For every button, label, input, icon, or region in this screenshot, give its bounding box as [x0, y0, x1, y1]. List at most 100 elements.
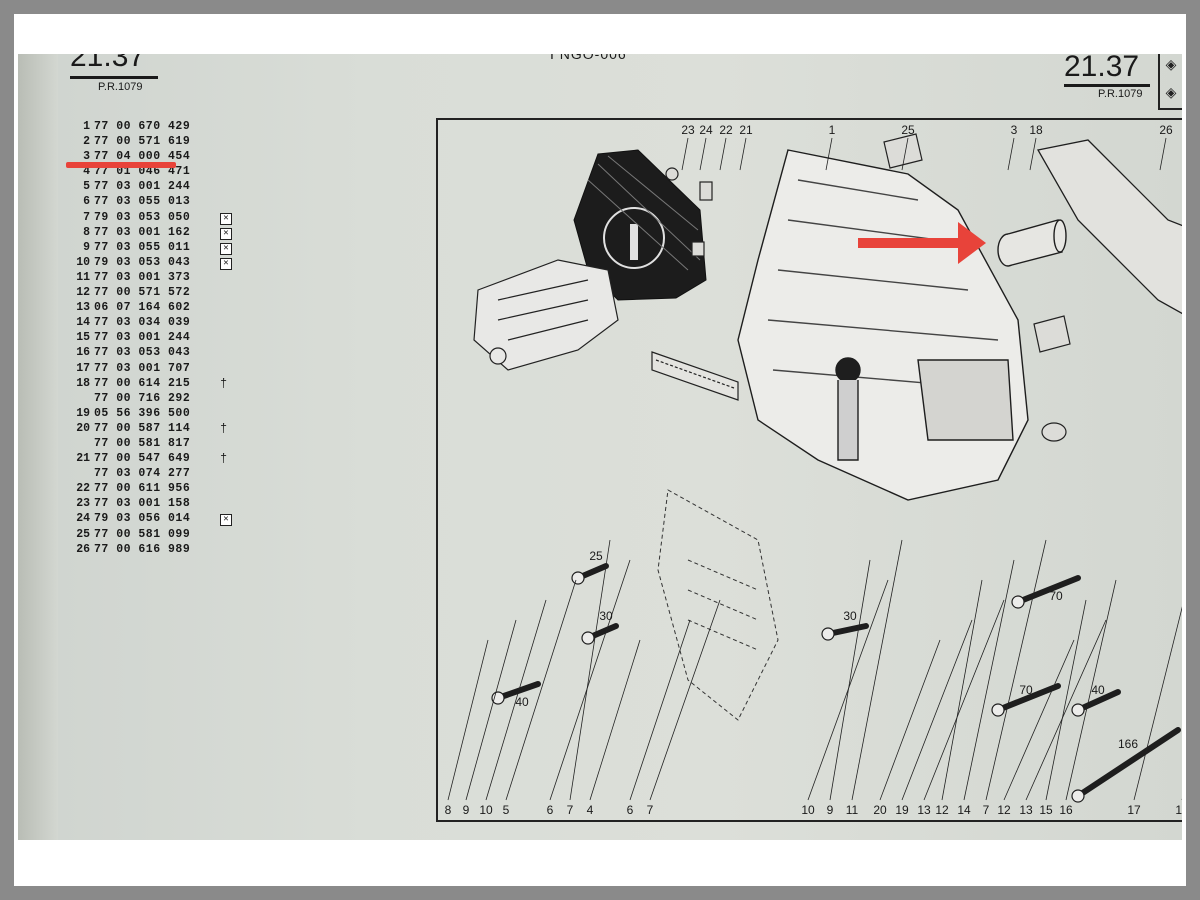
- part-number: 77 03 034 039: [94, 316, 191, 330]
- dagger-marker: †: [220, 452, 228, 467]
- dimension-label: 30: [843, 609, 857, 623]
- callout-label: 3: [1011, 123, 1018, 137]
- spring-clip: [651, 351, 739, 401]
- part-number: 77 00 611 956: [94, 482, 191, 496]
- callout-label: 19: [895, 803, 909, 816]
- part-index: 13: [76, 301, 90, 315]
- highlight-arrow-icon: [858, 222, 986, 264]
- leader-line: [1029, 137, 1037, 171]
- bolt-head: [571, 571, 585, 585]
- part-number: 77 00 571 572: [94, 286, 191, 300]
- parts-list-row: 14 77 03 034 039: [72, 316, 232, 331]
- part-index: 22: [76, 482, 90, 496]
- leader-line: [485, 599, 547, 801]
- bolt: [495, 681, 541, 701]
- leader-line: [1045, 599, 1087, 801]
- part-number: 77 03 001 707: [94, 361, 191, 375]
- lower-plate: [657, 489, 779, 721]
- part-number: 79 03 056 014: [94, 512, 191, 526]
- leader-line: [963, 559, 1015, 801]
- callout-label: 11: [846, 803, 859, 816]
- part-number: 77 00 547 649: [94, 452, 191, 466]
- mounting-bracket: [1036, 139, 1182, 315]
- callout-label: 20: [873, 803, 887, 816]
- pr-reference-left: P.R.1079: [98, 81, 143, 93]
- callout-label: 21: [739, 123, 753, 137]
- bolts-group: [491, 563, 1181, 803]
- part-number: 79 03 053 050: [94, 210, 191, 224]
- dimension-label: 25: [589, 549, 603, 563]
- part-index: 4: [83, 165, 90, 179]
- callout-label: 7: [567, 803, 574, 816]
- part-number: 05 56 396 500: [94, 406, 191, 420]
- leader-line: [699, 137, 707, 171]
- leader-line: [1133, 606, 1182, 801]
- parts-list-row: 77 00 581 817: [72, 437, 232, 452]
- part-index: 18: [76, 376, 90, 390]
- parts-list-row: 26 77 00 616 989: [72, 543, 232, 558]
- callout-label: 6: [547, 803, 554, 816]
- callout-label: 17: [1127, 803, 1141, 816]
- callout-label: 24: [699, 123, 713, 137]
- part-number: 77 00 571 619: [94, 135, 191, 149]
- part-number: 77 00 616 989: [94, 542, 191, 556]
- highlight-underline: [66, 162, 176, 168]
- callout-label: 22: [719, 123, 733, 137]
- callout-label: 18: [1029, 123, 1043, 137]
- callout-label: 25: [901, 123, 915, 137]
- callout-label: 6: [627, 803, 634, 816]
- leader-line: [1025, 619, 1107, 801]
- callout-label: 26: [1159, 123, 1173, 137]
- leader-line: [739, 137, 747, 171]
- callout-label: 9: [463, 803, 470, 816]
- part-index: 20: [76, 421, 90, 435]
- part-number: 77 03 074 277: [94, 467, 191, 481]
- callout-label: 8: [445, 803, 452, 816]
- dimension-label: 70: [1049, 589, 1063, 603]
- part-number: 77 00 670 429: [94, 120, 191, 133]
- bolt-head: [991, 703, 1005, 717]
- bolt: [1075, 727, 1181, 799]
- leader-line: [1159, 137, 1167, 171]
- parts-list-row: 19 05 56 396 500: [72, 407, 232, 422]
- leader-line: [549, 559, 631, 801]
- gearbox-assembly: [473, 259, 619, 371]
- part-index: 19: [76, 406, 90, 420]
- bolt-head: [1071, 703, 1085, 717]
- replaced-marker-icon: ✕: [220, 242, 232, 255]
- bearing-sleeve: [997, 219, 1067, 267]
- callout-label: 4: [587, 803, 594, 816]
- page-number-right-rule: [1064, 84, 1150, 87]
- part-index: 14: [76, 316, 90, 330]
- leader-line: [447, 639, 489, 801]
- leader-line: [1065, 579, 1117, 801]
- leader-line: [569, 539, 611, 801]
- part-number: 77 03 001 162: [94, 225, 191, 239]
- leader-line: [941, 579, 983, 801]
- bottom-callouts: 89105674671091120191312147121315161716: [445, 803, 1182, 816]
- leader-line: [829, 559, 871, 801]
- leader-line: [589, 639, 641, 801]
- callout-label: 15: [1039, 803, 1053, 816]
- leader-line: [1003, 639, 1075, 801]
- bolt-head: [491, 691, 505, 705]
- part-index: 10: [76, 255, 90, 269]
- part-index: 26: [76, 542, 90, 556]
